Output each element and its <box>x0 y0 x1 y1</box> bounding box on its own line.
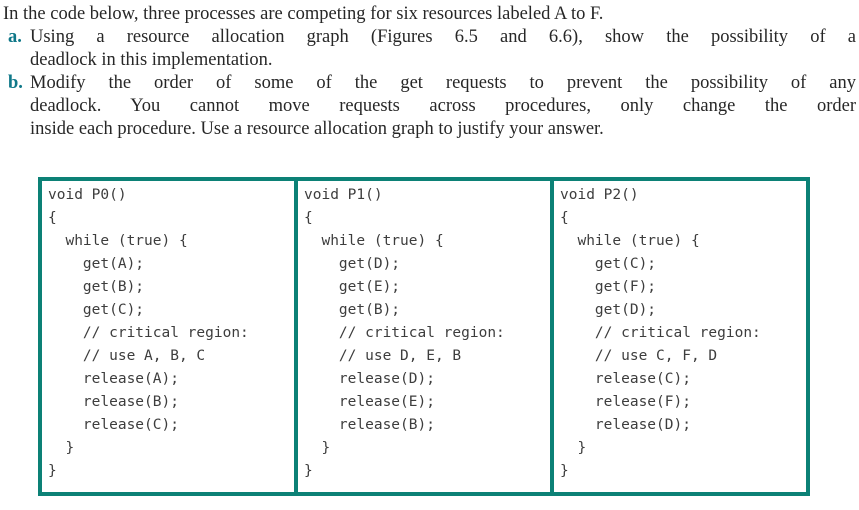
list-item-b: b. Modify the order of some of the get r… <box>3 72 856 141</box>
code-panel-p1: void P1(){ while (true) { get(D); get(E)… <box>294 181 550 492</box>
item-a-text: Using a resource allocation graph (Figur… <box>30 27 856 70</box>
intro-text: In the code below, three processes are c… <box>3 4 604 24</box>
problem-statement: In the code below, three processes are c… <box>3 3 856 141</box>
code-panel-p0: void P0(){ while (true) { get(A); get(B)… <box>48 187 249 479</box>
code-table: void P0(){ while (true) { get(A); get(B)… <box>38 177 810 496</box>
item-b-text: Modify the order of some of the get requ… <box>30 73 856 139</box>
code-panel-p2: void P2(){ while (true) { get(C); get(F)… <box>550 181 806 492</box>
item-b-marker: b. <box>8 73 23 93</box>
item-a-marker: a. <box>8 27 22 47</box>
list-item-a: a. Using a resource allocation graph (Fi… <box>3 26 856 72</box>
